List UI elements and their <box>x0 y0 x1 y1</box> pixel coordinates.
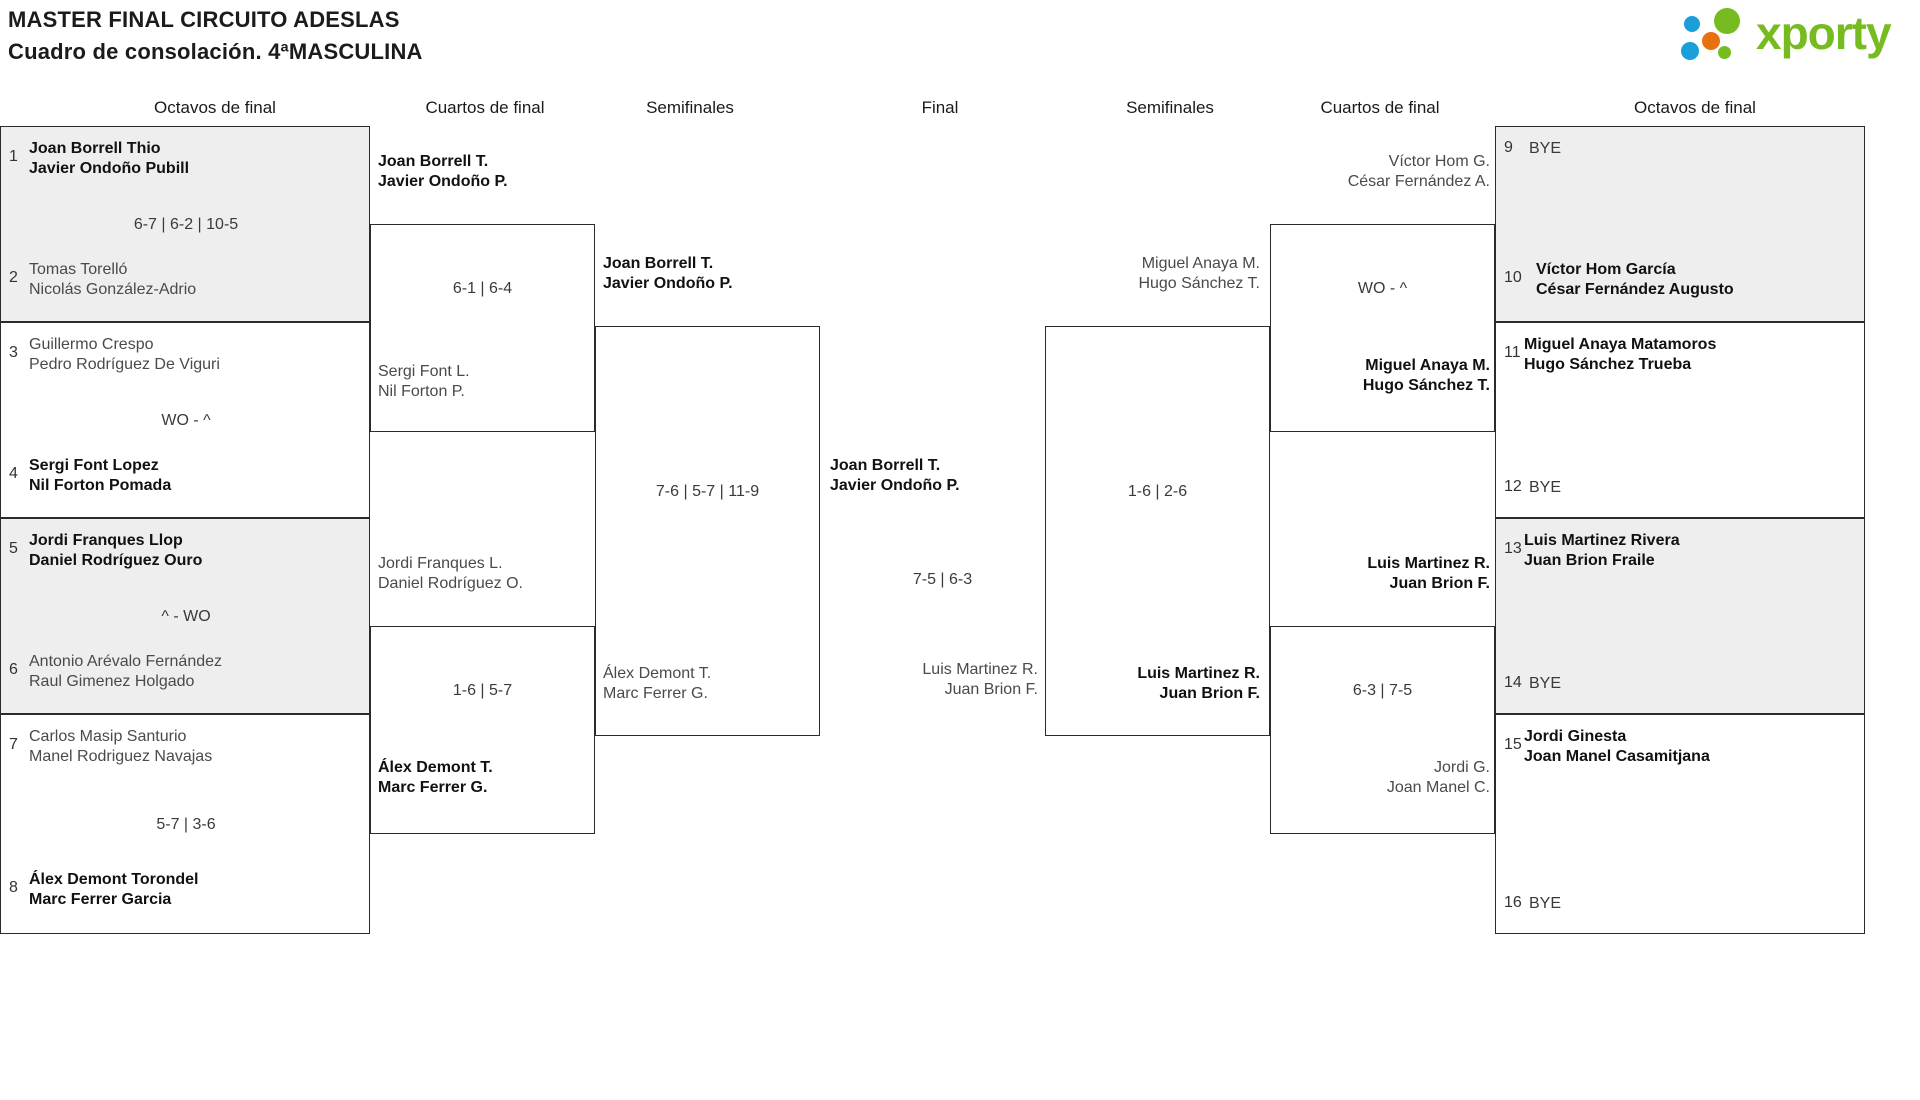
team-name-bottom: Sergi Font Lopez Nil Forton Pomada <box>29 457 172 494</box>
team-name-top: Guillermo Crespo Pedro Rodríguez De Vigu… <box>29 336 220 373</box>
qf-right-2-team-top: Luis Martinez R. Juan Brion F. <box>1367 555 1490 592</box>
seed-number: 16 <box>1504 894 1522 911</box>
seed-number: 3 <box>9 344 18 361</box>
match-box-left-qf-2[interactable]: 1-6 | 5-7 <box>370 626 595 834</box>
qf-left-1-team-top: Joan Borrell T. Javier Ondoño P. <box>378 153 508 190</box>
team-name-bottom: Víctor Hom García César Fernández August… <box>1536 261 1734 298</box>
match-score: ^ - WO <box>161 608 211 625</box>
xporty-logo: xporty <box>1676 6 1906 62</box>
match-box-left-sf[interactable]: 7-6 | 5-7 | 11-9 <box>595 326 820 736</box>
seed-number: 4 <box>9 465 18 482</box>
seed-number: 6 <box>9 661 18 678</box>
match-score: WO - ^ <box>161 412 211 429</box>
bye-label: BYE <box>1529 675 1562 692</box>
bye-label: BYE <box>1529 895 1562 912</box>
match-score: 7-6 | 5-7 | 11-9 <box>655 483 760 500</box>
match-box-right-r16-4[interactable]: 15 Jordi Ginesta Joan Manel Casamitjana … <box>1495 714 1865 934</box>
seed-number: 8 <box>9 879 18 896</box>
match-score: 5-7 | 3-6 <box>156 816 216 833</box>
seed-number: 10 <box>1504 269 1522 286</box>
qf-left-2-team-top: Jordi Franques L. Daniel Rodríguez O. <box>378 555 523 592</box>
round-header-right-r16: Octavos de final <box>1634 98 1756 117</box>
seed-number: 15 <box>1504 736 1522 753</box>
match-score: 6-1 | 6-4 <box>452 280 513 297</box>
qf-left-1-team-bottom: Sergi Font L. Nil Forton P. <box>378 363 470 400</box>
final-team-bottom: Luis Martinez R. Juan Brion F. <box>922 661 1038 698</box>
match-box-right-r16-3[interactable]: 13 Luis Martinez Rivera Juan Brion Frail… <box>1495 518 1865 714</box>
seed-number: 13 <box>1504 540 1522 557</box>
match-score: 1-6 | 2-6 <box>1127 483 1188 500</box>
seed-number: 2 <box>9 269 18 286</box>
seed-number: 12 <box>1504 478 1522 495</box>
team-name-bottom: Antonio Arévalo Fernández Raul Gimenez H… <box>29 653 223 690</box>
match-box-right-qf-1[interactable]: WO - ^ <box>1270 224 1495 432</box>
match-box-right-r16-2[interactable]: 11 Miguel Anaya Matamoros Hugo Sánchez T… <box>1495 322 1865 518</box>
page-title: MASTER FINAL CIRCUITO ADESLAS Cuadro de … <box>8 4 423 68</box>
team-name-top: Joan Borrell Thio Javier Ondoño Pubill <box>29 140 190 177</box>
sf-left-team-top: Joan Borrell T. Javier Ondoño P. <box>603 255 733 292</box>
match-score: 6-3 | 7-5 <box>1352 682 1413 699</box>
round-header-final: Final <box>921 98 959 117</box>
final-score: 7-5 | 6-3 <box>912 571 973 588</box>
seed-number: 11 <box>1504 344 1521 361</box>
final-team-top: Joan Borrell T. Javier Ondoño P. <box>830 457 960 494</box>
qf-right-1-team-bottom: Miguel Anaya M. Hugo Sánchez T. <box>1362 357 1490 394</box>
seed-number: 5 <box>9 540 18 557</box>
seed-number: 1 <box>9 148 18 165</box>
qf-right-2-team-bottom: Jordi G. Joan Manel C. <box>1386 759 1490 796</box>
round-header-right-qf: Cuartos de final <box>1320 98 1440 117</box>
logo-wordmark: xporty <box>1756 7 1892 59</box>
round-header-left-qf: Cuartos de final <box>425 98 545 117</box>
team-name-bottom: Tomas Torelló Nicolás González-Adrio <box>29 261 197 298</box>
team-name-top: Luis Martinez Rivera Juan Brion Fraile <box>1524 532 1680 569</box>
match-box-left-r16-2[interactable]: 3 Guillermo Crespo Pedro Rodríguez De Vi… <box>0 322 370 518</box>
team-name-bottom: Álex Demont Torondel Marc Ferrer Garcia <box>29 871 199 908</box>
match-box-right-r16-1[interactable]: 9 BYE 10 Víctor Hom García César Fernánd… <box>1495 126 1865 322</box>
bye-label: BYE <box>1529 479 1562 496</box>
match-box-left-r16-3[interactable]: 5 Jordi Franques Llop Daniel Rodríguez O… <box>0 518 370 714</box>
match-box-left-qf-1[interactable]: 6-1 | 6-4 <box>370 224 595 432</box>
match-score: 1-6 | 5-7 <box>452 682 513 699</box>
match-box-right-sf[interactable]: 1-6 | 2-6 <box>1045 326 1270 736</box>
bye-label: BYE <box>1529 140 1562 157</box>
logo-dots-icon <box>1676 6 1756 62</box>
match-box-left-r16-1[interactable]: 1 Joan Borrell Thio Javier Ondoño Pubill… <box>0 126 370 322</box>
qf-right-1-team-top: Víctor Hom G. César Fernández A. <box>1347 153 1490 190</box>
title-line-2: Cuadro de consolación. 4ªMASCULINA <box>8 39 423 64</box>
team-name-top: Miguel Anaya Matamoros Hugo Sánchez True… <box>1524 336 1717 373</box>
match-box-left-r16-4[interactable]: 7 Carlos Masip Santurio Manel Rodriguez … <box>0 714 370 934</box>
round-header-left-sf: Semifinales <box>646 98 734 117</box>
round-header-right-sf: Semifinales <box>1126 98 1214 117</box>
sf-right-team-top: Miguel Anaya M. Hugo Sánchez T. <box>1138 255 1260 292</box>
sf-left-team-bottom: Álex Demont T. Marc Ferrer G. <box>603 665 712 702</box>
seed-number: 7 <box>9 736 18 753</box>
team-name-top: Jordi Franques Llop Daniel Rodríguez Our… <box>29 532 203 569</box>
qf-left-2-team-bottom: Álex Demont T. Marc Ferrer G. <box>378 759 493 796</box>
match-score: WO - ^ <box>1357 280 1408 297</box>
seed-number: 9 <box>1504 139 1513 156</box>
round-header-left-r16: Octavos de final <box>154 98 276 117</box>
title-line-1: MASTER FINAL CIRCUITO ADESLAS <box>8 7 400 32</box>
match-box-right-qf-2[interactable]: 6-3 | 7-5 <box>1270 626 1495 834</box>
sf-right-team-bottom: Luis Martinez R. Juan Brion F. <box>1137 665 1260 702</box>
match-score: 6-7 | 6-2 | 10-5 <box>133 216 239 233</box>
team-name-top: Jordi Ginesta Joan Manel Casamitjana <box>1524 728 1710 765</box>
team-name-top: Carlos Masip Santurio Manel Rodriguez Na… <box>29 728 213 765</box>
seed-number: 14 <box>1504 674 1522 691</box>
